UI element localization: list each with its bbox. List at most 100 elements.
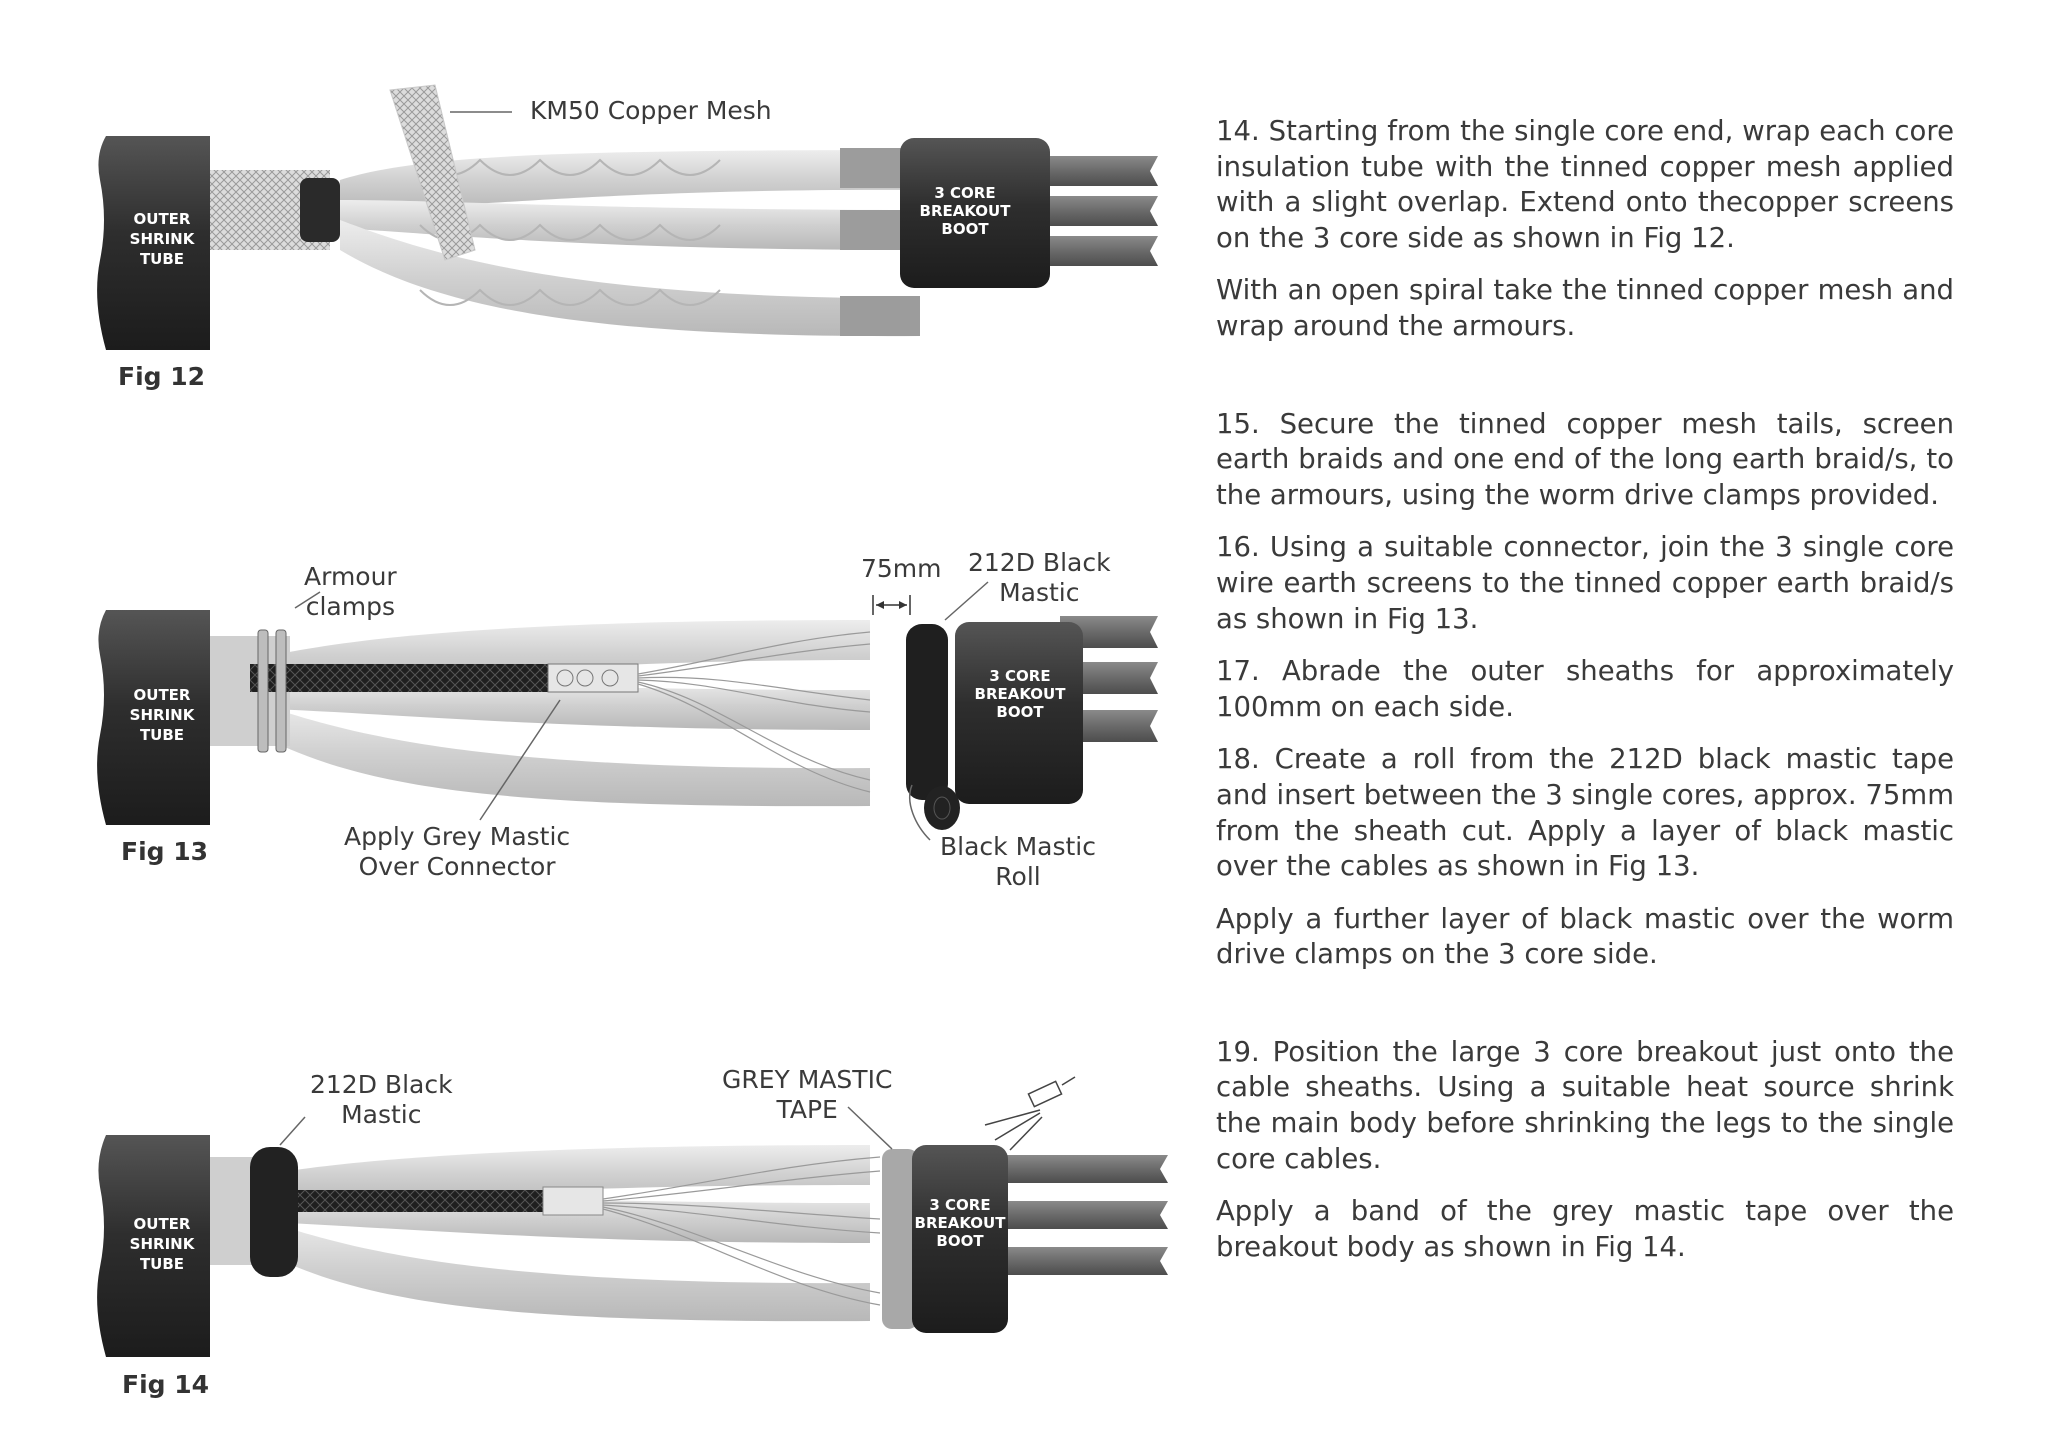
boot-label-3: BOOT: [996, 703, 1044, 721]
tube-label-2: SHRINK: [130, 1235, 196, 1253]
fig-14-label: Fig 14: [122, 1370, 210, 1399]
fig-13-label: Fig 13: [121, 837, 209, 866]
instruction-14: 14. Starting from the single core end, w…: [1216, 115, 1954, 254]
figure-13: 3 CORE BREAKOUT BOOT OUTER SHRINK TUBE A…: [0, 540, 1200, 900]
instruction-19-band: Apply a band of the grey mastic tape ove…: [1216, 1195, 1954, 1263]
single-core-leg-top: [1000, 1155, 1168, 1183]
tube-label-3: TUBE: [140, 726, 184, 744]
connector-hole: [601, 669, 619, 687]
breakout-boot: [912, 1145, 1008, 1333]
outer-shrink-tube: [97, 610, 210, 825]
black-mastic-band: [906, 624, 948, 800]
grey-mastic-leader-line: [847, 1106, 893, 1150]
mastic-leader-line: [944, 581, 989, 621]
figure-14: 3 CORE BREAKOUT BOOT OUTER SHRINK TUBE 2…: [0, 1065, 1200, 1435]
instruction-18-further: Apply a further layer of black mastic ov…: [1216, 902, 1954, 971]
tube-label-2: SHRINK: [130, 706, 196, 724]
outer-shrink-tube: [97, 1135, 210, 1357]
earth-braid: [250, 664, 550, 692]
black-mastic-roll: [924, 786, 960, 830]
black-mastic-band: [250, 1147, 298, 1277]
callout-line: clamps: [305, 592, 395, 621]
figure-14-illustration: 3 CORE BREAKOUT BOOT OUTER SHRINK TUBE: [97, 1076, 1168, 1357]
callout-line: Black Mastic: [940, 832, 1096, 861]
tube-label-2: SHRINK: [130, 230, 196, 248]
armour-clamp: [275, 629, 287, 753]
boot-label-1: 3 CORE: [934, 184, 995, 202]
instruction-18: 18. Create a roll from the 212D black ma…: [1216, 743, 1954, 883]
callout-line: 212D Black: [968, 548, 1111, 577]
single-core-leg-bottom: [1060, 710, 1158, 742]
figure-12: 3 CORE BREAKOUT BOOT OUTER SHRINK TUBE K…: [0, 60, 1200, 410]
breakout-boot: [955, 622, 1083, 804]
instruction-16: 16. Using a suitable connector, join the…: [1216, 531, 1954, 635]
outer-shrink-tube: [97, 136, 210, 350]
clamp: [300, 178, 340, 242]
earth-screen-wires: [602, 1156, 881, 1306]
tube-label-1: OUTER: [134, 686, 191, 704]
callout-line: Mastic: [341, 1100, 422, 1129]
dimension-arrows: [876, 601, 907, 609]
callout-apply-grey-mastic: Apply Grey Mastic Over Connector: [344, 822, 570, 882]
roll-leader-line: [908, 784, 931, 841]
tube-label-1: OUTER: [134, 210, 191, 228]
single-core-leg-bottom: [1030, 236, 1158, 266]
fig-12-label: Fig 12: [118, 362, 206, 391]
instruction-19: 19. Position the large 3 core breakout j…: [1216, 1035, 1954, 1175]
callout-armour-clamps: Armour clamps: [304, 562, 397, 622]
single-core-leg-bottom: [1000, 1247, 1168, 1275]
heat-gun-icon: [984, 1076, 1076, 1151]
boot-label-2: BREAKOUT: [920, 202, 1012, 220]
boot-label-1: 3 CORE: [929, 1196, 990, 1214]
connector-hole: [556, 669, 574, 687]
single-core-leg-middle: [1030, 196, 1158, 226]
single-core-leg-middle: [1000, 1201, 1168, 1229]
callout-line: Over Connector: [358, 852, 556, 881]
instructions-column: 14. Starting from the single core end, w…: [1216, 114, 1954, 1282]
black-mastic-roll-core: [933, 796, 951, 820]
core-middle: [340, 200, 920, 250]
figure-12-illustration: 3 CORE BREAKOUT BOOT OUTER SHRINK TUBE: [97, 84, 1158, 350]
callout-75mm: 75mm: [861, 554, 942, 583]
callout-black-mastic-roll: Black Mastic Roll: [940, 832, 1096, 892]
callout-line: 212D Black: [310, 1070, 453, 1099]
tube-label-3: TUBE: [140, 250, 184, 268]
boot-label-3: BOOT: [941, 220, 989, 238]
earth-screen-wires: [637, 631, 871, 793]
figure-13-illustration: 3 CORE BREAKOUT BOOT OUTER SHRINK TUBE: [97, 581, 1158, 841]
single-core-leg-top: [1030, 156, 1158, 186]
callout-line: Armour: [304, 562, 397, 591]
instruction-15: 15. Secure the tinned copper mesh tails,…: [1216, 407, 1954, 511]
connector-hole: [576, 669, 594, 687]
grey-mastic-band: [882, 1149, 918, 1329]
core-bottom: [250, 700, 870, 807]
connector: [542, 1186, 604, 1216]
core-bottom: [340, 220, 920, 337]
mastic-leader-line: [279, 1116, 306, 1146]
tube-label-3: TUBE: [140, 1255, 184, 1273]
copper-mesh-strip: [389, 84, 476, 261]
single-core-leg-top: [1060, 616, 1158, 648]
tube-label-1: OUTER: [134, 1215, 191, 1233]
callout-212d-black-mastic: 212D Black Mastic: [310, 1070, 453, 1130]
instruction-17: 17. Abrade the outer sheaths for approxi…: [1216, 655, 1954, 723]
earth-braid: [298, 1190, 544, 1212]
core-bottom: [250, 1215, 870, 1322]
boot-label-3: BOOT: [936, 1232, 984, 1250]
single-core-leg-middle: [1060, 662, 1158, 694]
boot-label-2: BREAKOUT: [975, 685, 1067, 703]
instruction-14-spiral: With an open spiral take the tinned copp…: [1216, 274, 1954, 342]
callout-212d-black-mastic: 212D Black Mastic: [968, 548, 1111, 608]
callout-line: Mastic: [999, 578, 1080, 607]
callout-line: Apply Grey Mastic: [344, 822, 571, 851]
callout-line: Roll: [995, 862, 1041, 891]
callout-line: TAPE: [776, 1095, 838, 1124]
armour-clamp: [257, 629, 269, 753]
armour-leader-line: [294, 591, 321, 609]
boot-label-1: 3 CORE: [989, 667, 1050, 685]
core-wrap-lines: [419, 158, 721, 306]
breakout-boot: [900, 138, 1050, 288]
boot-label-2: BREAKOUT: [915, 1214, 1007, 1232]
callout-copper-mesh: KM50 Copper Mesh: [530, 96, 772, 125]
callout-grey-mastic-tape: GREY MASTIC TAPE: [722, 1065, 892, 1125]
